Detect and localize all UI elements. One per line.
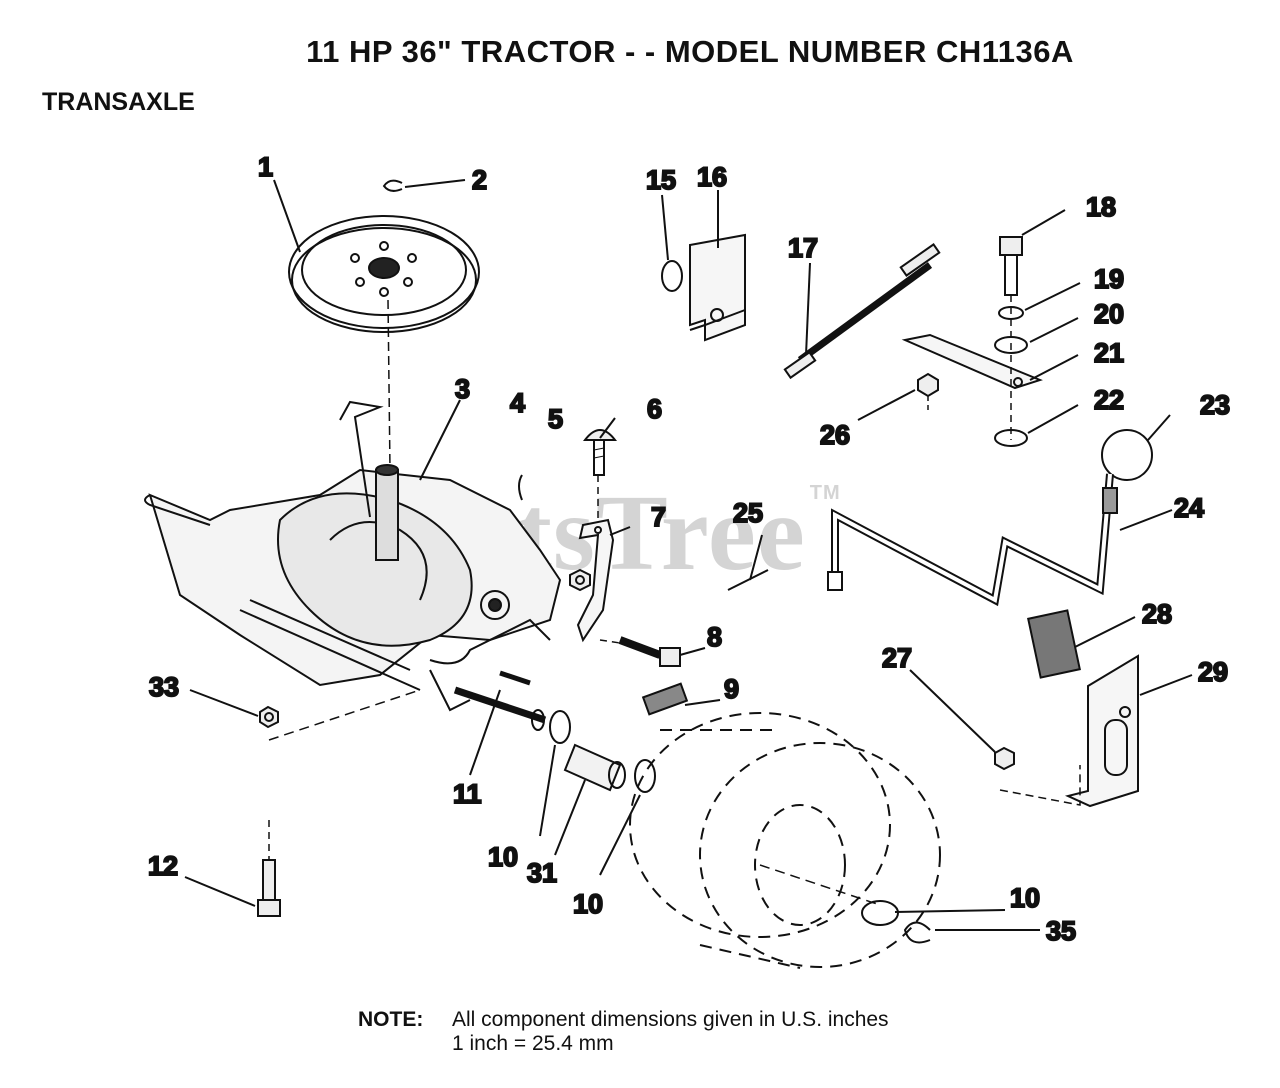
callout-26: 26 [820, 420, 850, 450]
flat-washer-20[interactable] [994, 336, 1028, 354]
callout-31: 31 [527, 858, 557, 888]
hex-nut-5[interactable] [569, 568, 591, 592]
clip[interactable] [382, 179, 403, 192]
callout-29: 29 [1198, 657, 1228, 687]
hex-nut-26[interactable] [917, 372, 939, 412]
shoulder-bolt[interactable] [257, 820, 281, 917]
washer-10b[interactable] [634, 759, 656, 793]
axle [453, 686, 547, 724]
spring-clip[interactable] [727, 569, 769, 591]
callout-33: 33 [149, 672, 179, 702]
callout-25: 25 [733, 498, 763, 528]
spacer[interactable] [563, 743, 626, 792]
callout-12: 12 [148, 851, 178, 881]
section-title: TRANSAXLE [42, 88, 195, 116]
hex-nut-27[interactable] [994, 746, 1081, 806]
callout-3: 3 [455, 374, 470, 404]
lever-bracket[interactable] [1064, 654, 1139, 808]
knob[interactable] [1101, 429, 1153, 481]
callout-21: 21 [1094, 338, 1124, 368]
callout-27: 27 [882, 643, 912, 673]
callout-18: 18 [1086, 192, 1116, 222]
callout-5: 5 [548, 404, 563, 434]
lock-washer[interactable] [998, 306, 1024, 320]
callout-15: 15 [646, 165, 676, 195]
bracket-7[interactable] [576, 518, 615, 643]
key[interactable] [499, 670, 531, 686]
washer-15[interactable] [661, 260, 683, 292]
callout-10b: 10 [573, 889, 603, 919]
watermark-tm: TM [809, 482, 841, 504]
callout-35: 35 [1046, 916, 1076, 946]
callout-4: 4 [510, 388, 525, 418]
washer-10c[interactable] [861, 900, 899, 926]
shift-lever[interactable] [827, 473, 1118, 607]
hex-nut-33[interactable] [259, 705, 279, 729]
control-rod[interactable] [783, 243, 941, 380]
flat-washer-22[interactable] [994, 429, 1028, 447]
callout-28: 28 [1142, 599, 1172, 629]
callout-19: 19 [1094, 264, 1124, 294]
spring-9[interactable] [641, 682, 689, 716]
callout-7: 7 [651, 502, 666, 532]
callout-10c: 10 [1010, 883, 1040, 913]
callout-24: 24 [1174, 493, 1204, 523]
callout-17: 17 [788, 233, 818, 263]
callout-labels: 1 2 3 4 5 6 7 8 9 10 10 10 11 12 15 16 1… [147, 151, 1231, 947]
hex-bolt-8[interactable] [618, 636, 681, 667]
pulley-axis [387, 299, 391, 471]
retaining-ring[interactable] [903, 921, 931, 944]
note-line-1: All component dimensions given in U.S. i… [452, 1008, 889, 1031]
link-plate[interactable] [901, 333, 1043, 390]
callout-22: 22 [1094, 385, 1124, 415]
wheel [629, 712, 941, 969]
callout-6: 6 [647, 394, 662, 424]
callout-2: 2 [472, 165, 487, 195]
leader-lines [184, 179, 1193, 931]
washer-10a[interactable] [549, 710, 571, 744]
callout-9: 9 [724, 674, 739, 704]
note-label: NOTE: [358, 1008, 424, 1031]
callout-10a: 10 [488, 842, 518, 872]
callout-8: 8 [707, 622, 722, 652]
cotter-pin[interactable] [518, 474, 523, 501]
spring-28[interactable] [1027, 609, 1081, 679]
transaxle[interactable] [144, 400, 562, 731]
callout-20: 20 [1094, 299, 1124, 329]
page-title: 11 HP 36" TRACTOR - - MODEL NUMBER CH113… [306, 34, 1074, 69]
carriage-bolt[interactable] [582, 429, 618, 520]
pulley[interactable] [288, 215, 480, 333]
note-line-2: 1 inch = 25.4 mm [452, 1032, 614, 1055]
callout-1: 1 [258, 152, 273, 182]
callout-23: 23 [1200, 390, 1230, 420]
callout-16: 16 [697, 162, 727, 192]
callout-11: 11 [453, 779, 482, 809]
mount-bracket[interactable] [689, 233, 746, 342]
